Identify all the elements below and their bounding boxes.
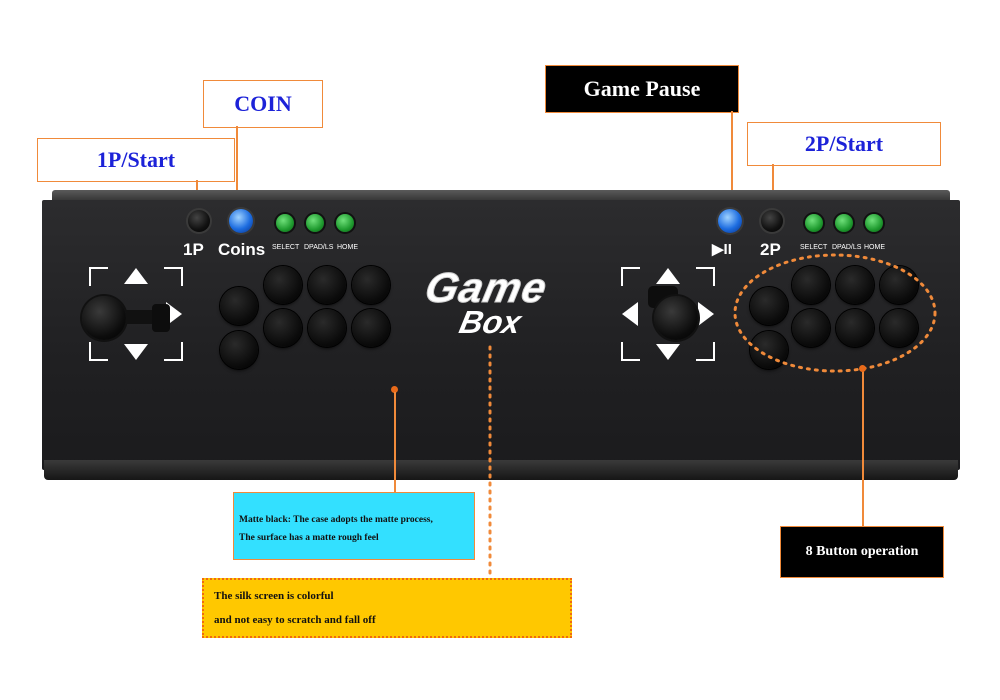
silk-line-2: and not easy to scratch and fall off	[214, 614, 376, 626]
matte-line-2: The surface has a matte rough feel	[239, 533, 379, 543]
eight-button-callout-label: 8 Button operation	[805, 544, 919, 559]
p2-button-6[interactable]	[792, 309, 830, 347]
matte-connector	[394, 392, 396, 492]
dpad-ls-button-right[interactable]	[835, 214, 853, 232]
home-button-left[interactable]	[336, 214, 354, 232]
p1-button-2[interactable]	[264, 266, 302, 304]
p1-button-5[interactable]	[220, 331, 258, 369]
logo-box: Box	[456, 304, 525, 340]
start-1p-callout: 1P/Start	[37, 138, 235, 182]
start-2p-button[interactable]	[761, 210, 783, 232]
coin-callout-line	[236, 126, 238, 210]
matte-info-box: Matte black: The case adopts the matte p…	[233, 492, 475, 560]
label-home-right: HOME	[864, 244, 885, 251]
label-select-right: SELECT	[800, 244, 828, 251]
label-coins: Coins	[218, 240, 266, 259]
p1-button-6[interactable]	[264, 309, 302, 347]
game-pause-callout: Game Pause	[545, 65, 739, 113]
start-1p-callout-label: 1P/Start	[96, 147, 176, 172]
coin-button[interactable]	[229, 209, 253, 233]
p2-button-8[interactable]	[880, 309, 918, 347]
select-button-left[interactable]	[276, 214, 294, 232]
eight-button-highlight	[733, 253, 937, 373]
p2-button-4[interactable]	[880, 266, 918, 304]
eight-button-callout: 8 Button operation	[780, 526, 944, 578]
start-1p-button[interactable]	[188, 210, 210, 232]
p2-button-3[interactable]	[836, 266, 874, 304]
pause-button[interactable]	[718, 209, 742, 233]
left-joystick-base	[152, 304, 170, 332]
label-home-left: HOME	[337, 244, 358, 251]
arcade-console: 1P Coins SELECT DPAD/LS HOME Game Box	[42, 190, 960, 482]
select-button-right[interactable]	[805, 214, 823, 232]
matte-dot	[391, 386, 398, 393]
start-2p-callout-label: 2P/Start	[804, 131, 884, 156]
p1-button-8[interactable]	[352, 309, 390, 347]
right-dpad-arrows-icon	[621, 267, 715, 361]
game-pause-callout-label: Game Pause	[583, 76, 701, 101]
p1-button-4[interactable]	[352, 266, 390, 304]
left-joystick[interactable]	[82, 296, 126, 340]
start-2p-callout-line	[772, 164, 774, 210]
silk-info-box: The silk screen is colorful and not easy…	[202, 578, 572, 638]
label-2p: 2P	[760, 240, 781, 259]
p2-button-7[interactable]	[836, 309, 874, 347]
p1-button-1[interactable]	[220, 287, 258, 325]
game-box-logo: Game Box	[416, 264, 566, 344]
label-select-left: SELECT	[272, 244, 300, 251]
game-pause-callout-line	[731, 111, 733, 211]
label-dpad-right: DPAD/LS	[832, 244, 862, 251]
dpad-ls-button-left[interactable]	[306, 214, 324, 232]
silk-connector	[488, 345, 492, 580]
eight-button-dot	[859, 365, 866, 372]
p2-button-1[interactable]	[750, 287, 788, 325]
p1-button-7[interactable]	[308, 309, 346, 347]
left-joystick-shaft	[126, 310, 154, 324]
label-1p: 1P	[183, 240, 204, 259]
label-pause-symbol: ▶II	[712, 241, 732, 258]
eight-button-connector	[862, 370, 864, 526]
p2-button-2[interactable]	[792, 266, 830, 304]
p1-button-3[interactable]	[308, 266, 346, 304]
silk-line-1: The silk screen is colorful	[214, 590, 334, 602]
label-dpad-left: DPAD/LS	[304, 244, 334, 251]
start-2p-callout: 2P/Start	[747, 122, 941, 166]
home-button-right[interactable]	[865, 214, 883, 232]
coin-callout-label: COIN	[234, 91, 292, 116]
matte-line-1: Matte black: The case adopts the matte p…	[239, 515, 433, 525]
console-bottom-edge	[44, 460, 958, 480]
right-joystick[interactable]	[654, 296, 698, 340]
coin-callout: COIN	[203, 80, 323, 128]
left-dpad-arrows-icon	[89, 267, 183, 361]
